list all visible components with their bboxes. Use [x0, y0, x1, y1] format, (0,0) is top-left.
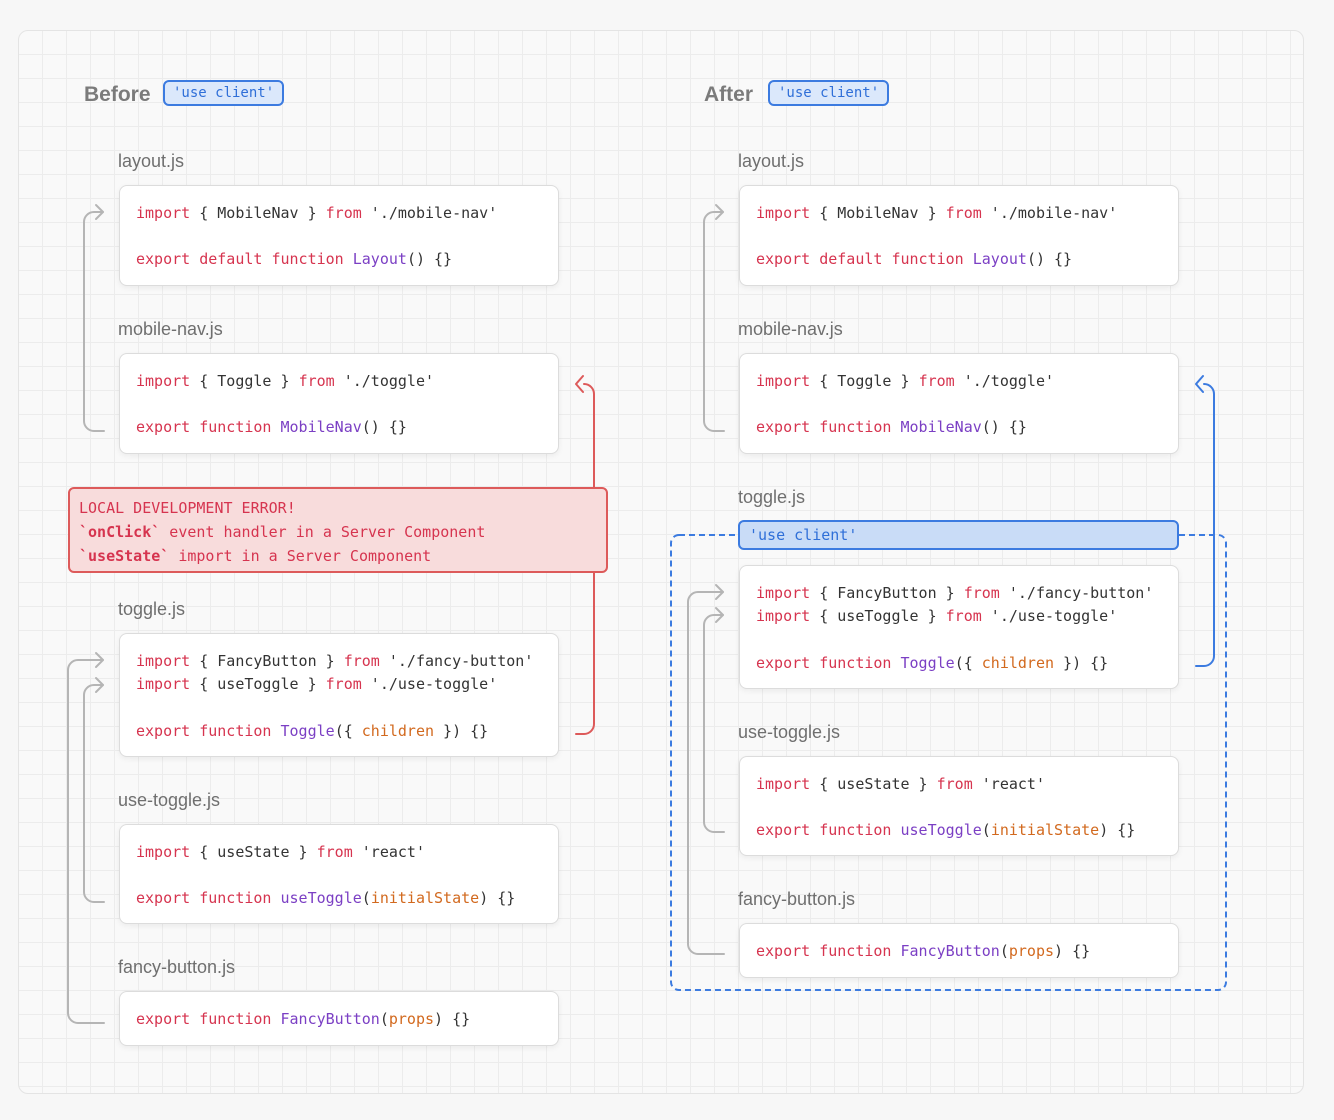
arrowhead [715, 204, 724, 220]
code-line: import { MobileNav } from './mobile-nav' [756, 204, 1118, 222]
code-line: export default function Layout() {} [136, 250, 453, 268]
import-connector-after-toggle-usetoggle [703, 614, 725, 833]
error-title: LOCAL DEVELOPMENT ERROR! [79, 499, 296, 517]
before-layout-filename: layout.js [118, 151, 185, 171]
code-line: export function FancyButton(props) {} [136, 1010, 471, 1028]
local-development-error-box: LOCAL DEVELOPMENT ERROR! `onClick` event… [68, 487, 608, 573]
before-fancy-button-code-card: export function FancyButton(props) {} [119, 991, 559, 1046]
client-boundary [670, 534, 1227, 991]
code-line: import { Toggle } from './toggle' [756, 372, 1055, 390]
after-use-toggle-filename: use-toggle.js [738, 722, 841, 742]
before-mobile-nav-code-card: import { Toggle } from './toggle' export… [119, 353, 559, 454]
arrowhead [715, 584, 724, 600]
after-mobile-nav-code-card: import { Toggle } from './toggle' export… [739, 353, 1179, 454]
before-heading: Before [84, 83, 151, 106]
code-line: import { useToggle } from './use-toggle' [756, 607, 1118, 625]
import-connector-after-layout-mobilenav [703, 211, 725, 432]
code-line: export function useToggle(initialState) … [136, 889, 516, 907]
after-use-toggle-code-card: import { useState } from 'react' export … [739, 756, 1179, 856]
arrowhead [95, 652, 104, 668]
code-line: export default function Layout() {} [756, 250, 1073, 268]
import-connector-before-toggle-fancybutton [67, 659, 105, 1024]
error-connector [575, 383, 595, 735]
after-toggle-code-card: import { FancyButton } from './fancy-but… [739, 565, 1179, 689]
code-line: export function useToggle(initialState) … [756, 821, 1136, 839]
code-line: export function Toggle({ children }) {} [756, 654, 1109, 672]
use-client-directive: 'use client' [738, 520, 1179, 550]
code-line: export function FancyButton(props) {} [756, 942, 1091, 960]
after-heading: After [704, 83, 754, 106]
code-line: export function MobileNav() {} [136, 418, 407, 436]
code-line: export function MobileNav() {} [756, 418, 1027, 436]
import-connector-before-layout-mobilenav [83, 211, 105, 432]
after-fancy-button-code-card: export function FancyButton(props) {} [739, 923, 1179, 978]
code-line: import { MobileNav } from './mobile-nav' [136, 204, 498, 222]
import-connector-after-toggle-fancybutton [687, 591, 725, 955]
before-fancy-button-filename: fancy-button.js [118, 957, 236, 977]
code-line: export function Toggle({ children }) {} [136, 722, 489, 740]
client-boundary-connector [1195, 383, 1215, 667]
after-layout-code-card: import { MobileNav } from './mobile-nav'… [739, 185, 1179, 286]
arrowhead [95, 204, 104, 220]
after-toggle-filename: toggle.js [738, 487, 806, 507]
before-mobile-nav-filename: mobile-nav.js [118, 319, 223, 339]
error-line: `useState` import in a Server Component [79, 547, 432, 565]
code-line: import { FancyButton } from './fancy-but… [756, 584, 1154, 602]
arrowhead [715, 607, 724, 623]
import-connector-before-toggle-usetoggle [83, 684, 105, 903]
arrowhead [575, 375, 584, 393]
code-line: import { Toggle } from './toggle' [136, 372, 435, 390]
after-fancy-button-filename: fancy-button.js [738, 889, 856, 909]
code-line: import { useState } from 'react' [756, 775, 1045, 793]
after-layout-filename: layout.js [738, 151, 805, 171]
code-line: import { useState } from 'react' [136, 843, 425, 861]
before-use-toggle-filename: use-toggle.js [118, 790, 221, 810]
arrowhead [1195, 375, 1204, 393]
after-use-client-badge: 'use client' [768, 80, 890, 106]
before-layout-code-card: import { MobileNav } from './mobile-nav'… [119, 185, 559, 286]
after-mobile-nav-filename: mobile-nav.js [738, 319, 843, 339]
before-toggle-code-card: import { FancyButton } from './fancy-but… [119, 633, 559, 757]
before-use-client-badge: 'use client' [163, 80, 285, 106]
code-line: import { FancyButton } from './fancy-but… [136, 652, 534, 670]
before-toggle-filename: toggle.js [118, 599, 186, 619]
code-line: import { useToggle } from './use-toggle' [136, 675, 498, 693]
arrowhead [95, 677, 104, 693]
before-use-toggle-code-card: import { useState } from 'react' export … [119, 824, 559, 924]
error-line: `onClick` event handler in a Server Comp… [79, 523, 486, 541]
